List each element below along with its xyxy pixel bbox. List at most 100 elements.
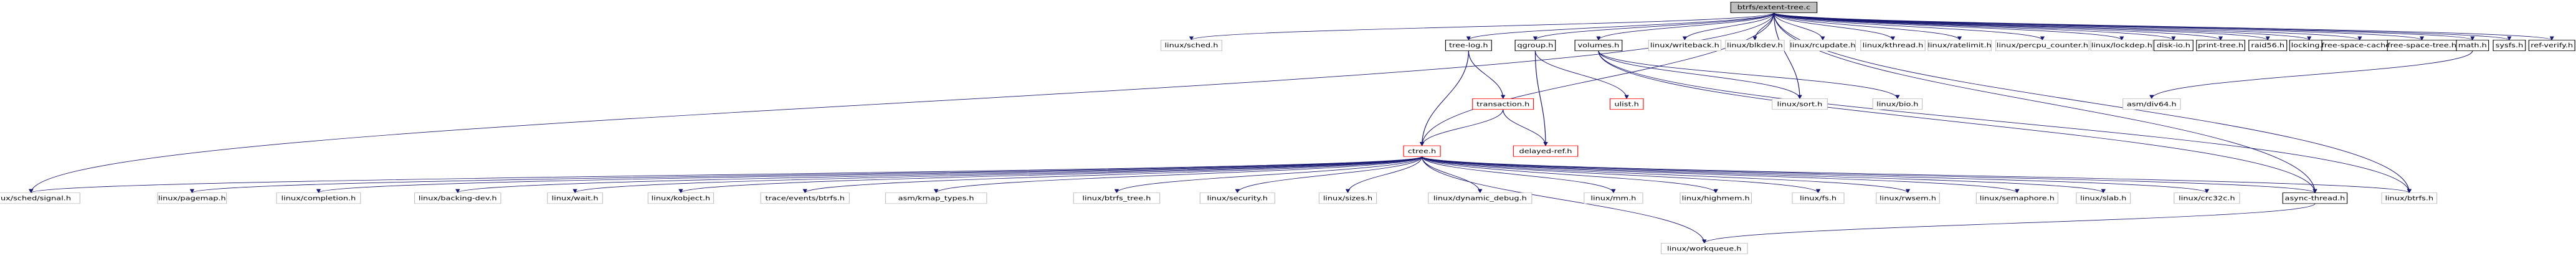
edge-root-to-treelog bbox=[1466, 12, 1775, 40]
edge-ctree-to-wait bbox=[573, 156, 1423, 194]
node-wait[interactable]: linux/wait.h bbox=[547, 192, 603, 204]
node-kthread[interactable]: linux/kthread.h bbox=[1860, 39, 1926, 51]
node-percpu[interactable]: linux/percpu_counter.h bbox=[1995, 39, 2089, 51]
node-fs[interactable]: linux/fs.h bbox=[1792, 192, 1845, 204]
node-locking[interactable]: locking.h bbox=[2289, 39, 2329, 51]
node-ctree[interactable]: ctree.h bbox=[1403, 145, 1441, 157]
node-math[interactable]: math.h bbox=[2456, 39, 2489, 51]
node-raid56[interactable]: raid56.h bbox=[2248, 39, 2288, 51]
node-refverify-label: ref-verify.h bbox=[2531, 42, 2573, 49]
node-btrfsh[interactable]: linux/btrfs.h bbox=[2381, 192, 2438, 204]
node-qgroup-label: qgroup.h bbox=[1517, 42, 1553, 49]
node-mm[interactable]: linux/mm.h bbox=[1584, 192, 1643, 204]
edge-qgroup-to-ulist bbox=[1534, 50, 1629, 100]
node-printtree[interactable]: print-tree.h bbox=[2196, 39, 2245, 51]
node-transaction[interactable]: transaction.h bbox=[1472, 98, 1534, 110]
node-qgroup-box bbox=[1514, 39, 1556, 51]
node-kobject[interactable]: linux/kobject.h bbox=[647, 192, 714, 204]
node-schedsignal-box bbox=[0, 192, 80, 204]
node-ratelimit-label: linux/ratelimit.h bbox=[1927, 42, 1991, 49]
node-pagemap-box bbox=[157, 192, 227, 204]
node-trace[interactable]: trace/events/btrfs.h bbox=[760, 192, 850, 204]
node-asyncthread-label: async-thread.h bbox=[2285, 195, 2345, 202]
edge-root-to-fstree bbox=[1773, 12, 2425, 40]
node-schedsignal[interactable]: linux/sched/signal.h bbox=[0, 192, 80, 204]
node-delayedref[interactable]: delayed-ref.h bbox=[1513, 145, 1579, 157]
node-lockdep-box bbox=[2090, 39, 2154, 51]
node-fscache-label: free-space-cache.h bbox=[2321, 42, 2398, 49]
node-lockdep[interactable]: linux/lockdep.h bbox=[2090, 39, 2154, 51]
node-treelog[interactable]: tree-log.h bbox=[1445, 39, 1492, 51]
node-kmap[interactable]: asm/kmap_types.h bbox=[885, 192, 987, 204]
node-ctree-box bbox=[1403, 145, 1441, 157]
node-delayedref-label: delayed-ref.h bbox=[1519, 148, 1572, 155]
node-rcupdate[interactable]: linux/rcupdate.h bbox=[1789, 39, 1856, 51]
edge-root-to-rcupdate bbox=[1773, 12, 1825, 40]
node-kthread-label: linux/kthread.h bbox=[1863, 42, 1924, 49]
node-security-label: linux/security.h bbox=[1207, 195, 1268, 202]
node-blkdev[interactable]: linux/blkdev.h bbox=[1725, 39, 1785, 51]
node-crc32c-label: linux/crc32c.h bbox=[2179, 195, 2235, 202]
node-refverify[interactable]: ref-verify.h bbox=[2528, 39, 2575, 51]
node-btrfsh-box bbox=[2381, 192, 2438, 204]
node-root[interactable]: btrfs/extent-tree.c bbox=[1730, 1, 1818, 13]
node-completion[interactable]: linux/completion.h bbox=[276, 192, 361, 204]
node-btrfstree[interactable]: linux/btrfs_tree.h bbox=[1073, 192, 1161, 204]
node-sort-label: linux/sort.h bbox=[1777, 101, 1823, 108]
node-sizes[interactable]: linux/sizes.h bbox=[1318, 192, 1377, 204]
node-sort[interactable]: linux/sort.h bbox=[1772, 98, 1828, 110]
node-asyncthread-box bbox=[2282, 192, 2348, 204]
node-fstree[interactable]: free-space-tree.h bbox=[2387, 39, 2457, 51]
edge-treelog-to-ctree bbox=[1419, 50, 1469, 146]
node-semaphore[interactable]: linux/semaphore.h bbox=[1975, 192, 2058, 204]
edge-volumes-to-btrfsh bbox=[1598, 50, 2412, 194]
node-writeback[interactable]: linux/writeback.h bbox=[1648, 39, 1722, 51]
node-crc32c[interactable]: linux/crc32c.h bbox=[2174, 192, 2240, 204]
node-dyndebug-label: linux/dynamic_debug.h bbox=[1433, 195, 1527, 202]
node-bio[interactable]: linux/bio.h bbox=[1872, 98, 1923, 110]
node-highmem-label: linux/highmem.h bbox=[1682, 195, 1750, 202]
node-qgroup[interactable]: qgroup.h bbox=[1514, 39, 1556, 51]
node-ulist[interactable]: ulist.h bbox=[1609, 98, 1644, 110]
node-workqueue-label: linux/workqueue.h bbox=[1667, 245, 1741, 252]
node-sched[interactable]: linux/sched.h bbox=[1160, 39, 1222, 51]
node-treelog-box bbox=[1445, 39, 1492, 51]
node-pagemap[interactable]: linux/pagemap.h bbox=[157, 192, 227, 204]
node-completion-box bbox=[276, 192, 361, 204]
node-wait-label: linux/wait.h bbox=[552, 195, 599, 202]
node-fscache[interactable]: free-space-cache.h bbox=[2321, 39, 2398, 51]
node-fstree-label: free-space-tree.h bbox=[2387, 42, 2456, 49]
node-backingdev[interactable]: linux/backing-dev.h bbox=[414, 192, 501, 204]
node-div64[interactable]: asm/div64.h bbox=[2122, 98, 2181, 110]
node-raid56-label: raid56.h bbox=[2251, 42, 2284, 49]
node-kobject-label: linux/kobject.h bbox=[652, 195, 711, 202]
node-mm-box bbox=[1584, 192, 1643, 204]
node-rwsem-box bbox=[1876, 192, 1940, 204]
node-sysfs-label: sysfs.h bbox=[2496, 42, 2524, 49]
edge-ctree-to-fs bbox=[1421, 156, 1821, 194]
node-slab[interactable]: linux/slab.h bbox=[2076, 192, 2131, 204]
node-root-label: btrfs/extent-tree.c bbox=[1737, 4, 1811, 11]
edge-root-to-sched bbox=[1189, 12, 1775, 40]
edge-ctree-to-btrfsh bbox=[1421, 156, 2412, 194]
node-sysfs[interactable]: sysfs.h bbox=[2493, 39, 2526, 51]
edge-root-to-lockdep bbox=[1773, 12, 2124, 40]
node-highmem[interactable]: linux/highmem.h bbox=[1680, 192, 1752, 204]
node-writeback-label: linux/writeback.h bbox=[1650, 42, 1719, 49]
node-volumes[interactable]: volumes.h bbox=[1574, 39, 1623, 51]
node-rcupdate-box bbox=[1789, 39, 1856, 51]
edge-root-to-ratelimit bbox=[1773, 12, 1962, 40]
node-dyndebug[interactable]: linux/dynamic_debug.h bbox=[1428, 192, 1533, 204]
node-diskio[interactable]: disk-io.h bbox=[2153, 39, 2193, 51]
node-workqueue[interactable]: linux/workqueue.h bbox=[1660, 243, 1748, 255]
node-fs-box bbox=[1792, 192, 1845, 204]
node-security[interactable]: linux/security.h bbox=[1199, 192, 1275, 204]
edge-ctree-to-btrfstree bbox=[1114, 156, 1423, 194]
node-ratelimit[interactable]: linux/ratelimit.h bbox=[1927, 39, 1992, 51]
node-rwsem[interactable]: linux/rwsem.h bbox=[1876, 192, 1940, 204]
node-trace-label: trace/events/btrfs.h bbox=[765, 195, 845, 202]
node-bio-box bbox=[1872, 98, 1923, 110]
node-kthread-box bbox=[1860, 39, 1926, 51]
node-asyncthread[interactable]: async-thread.h bbox=[2282, 192, 2348, 204]
edge-math-to-div64 bbox=[2149, 50, 2473, 100]
